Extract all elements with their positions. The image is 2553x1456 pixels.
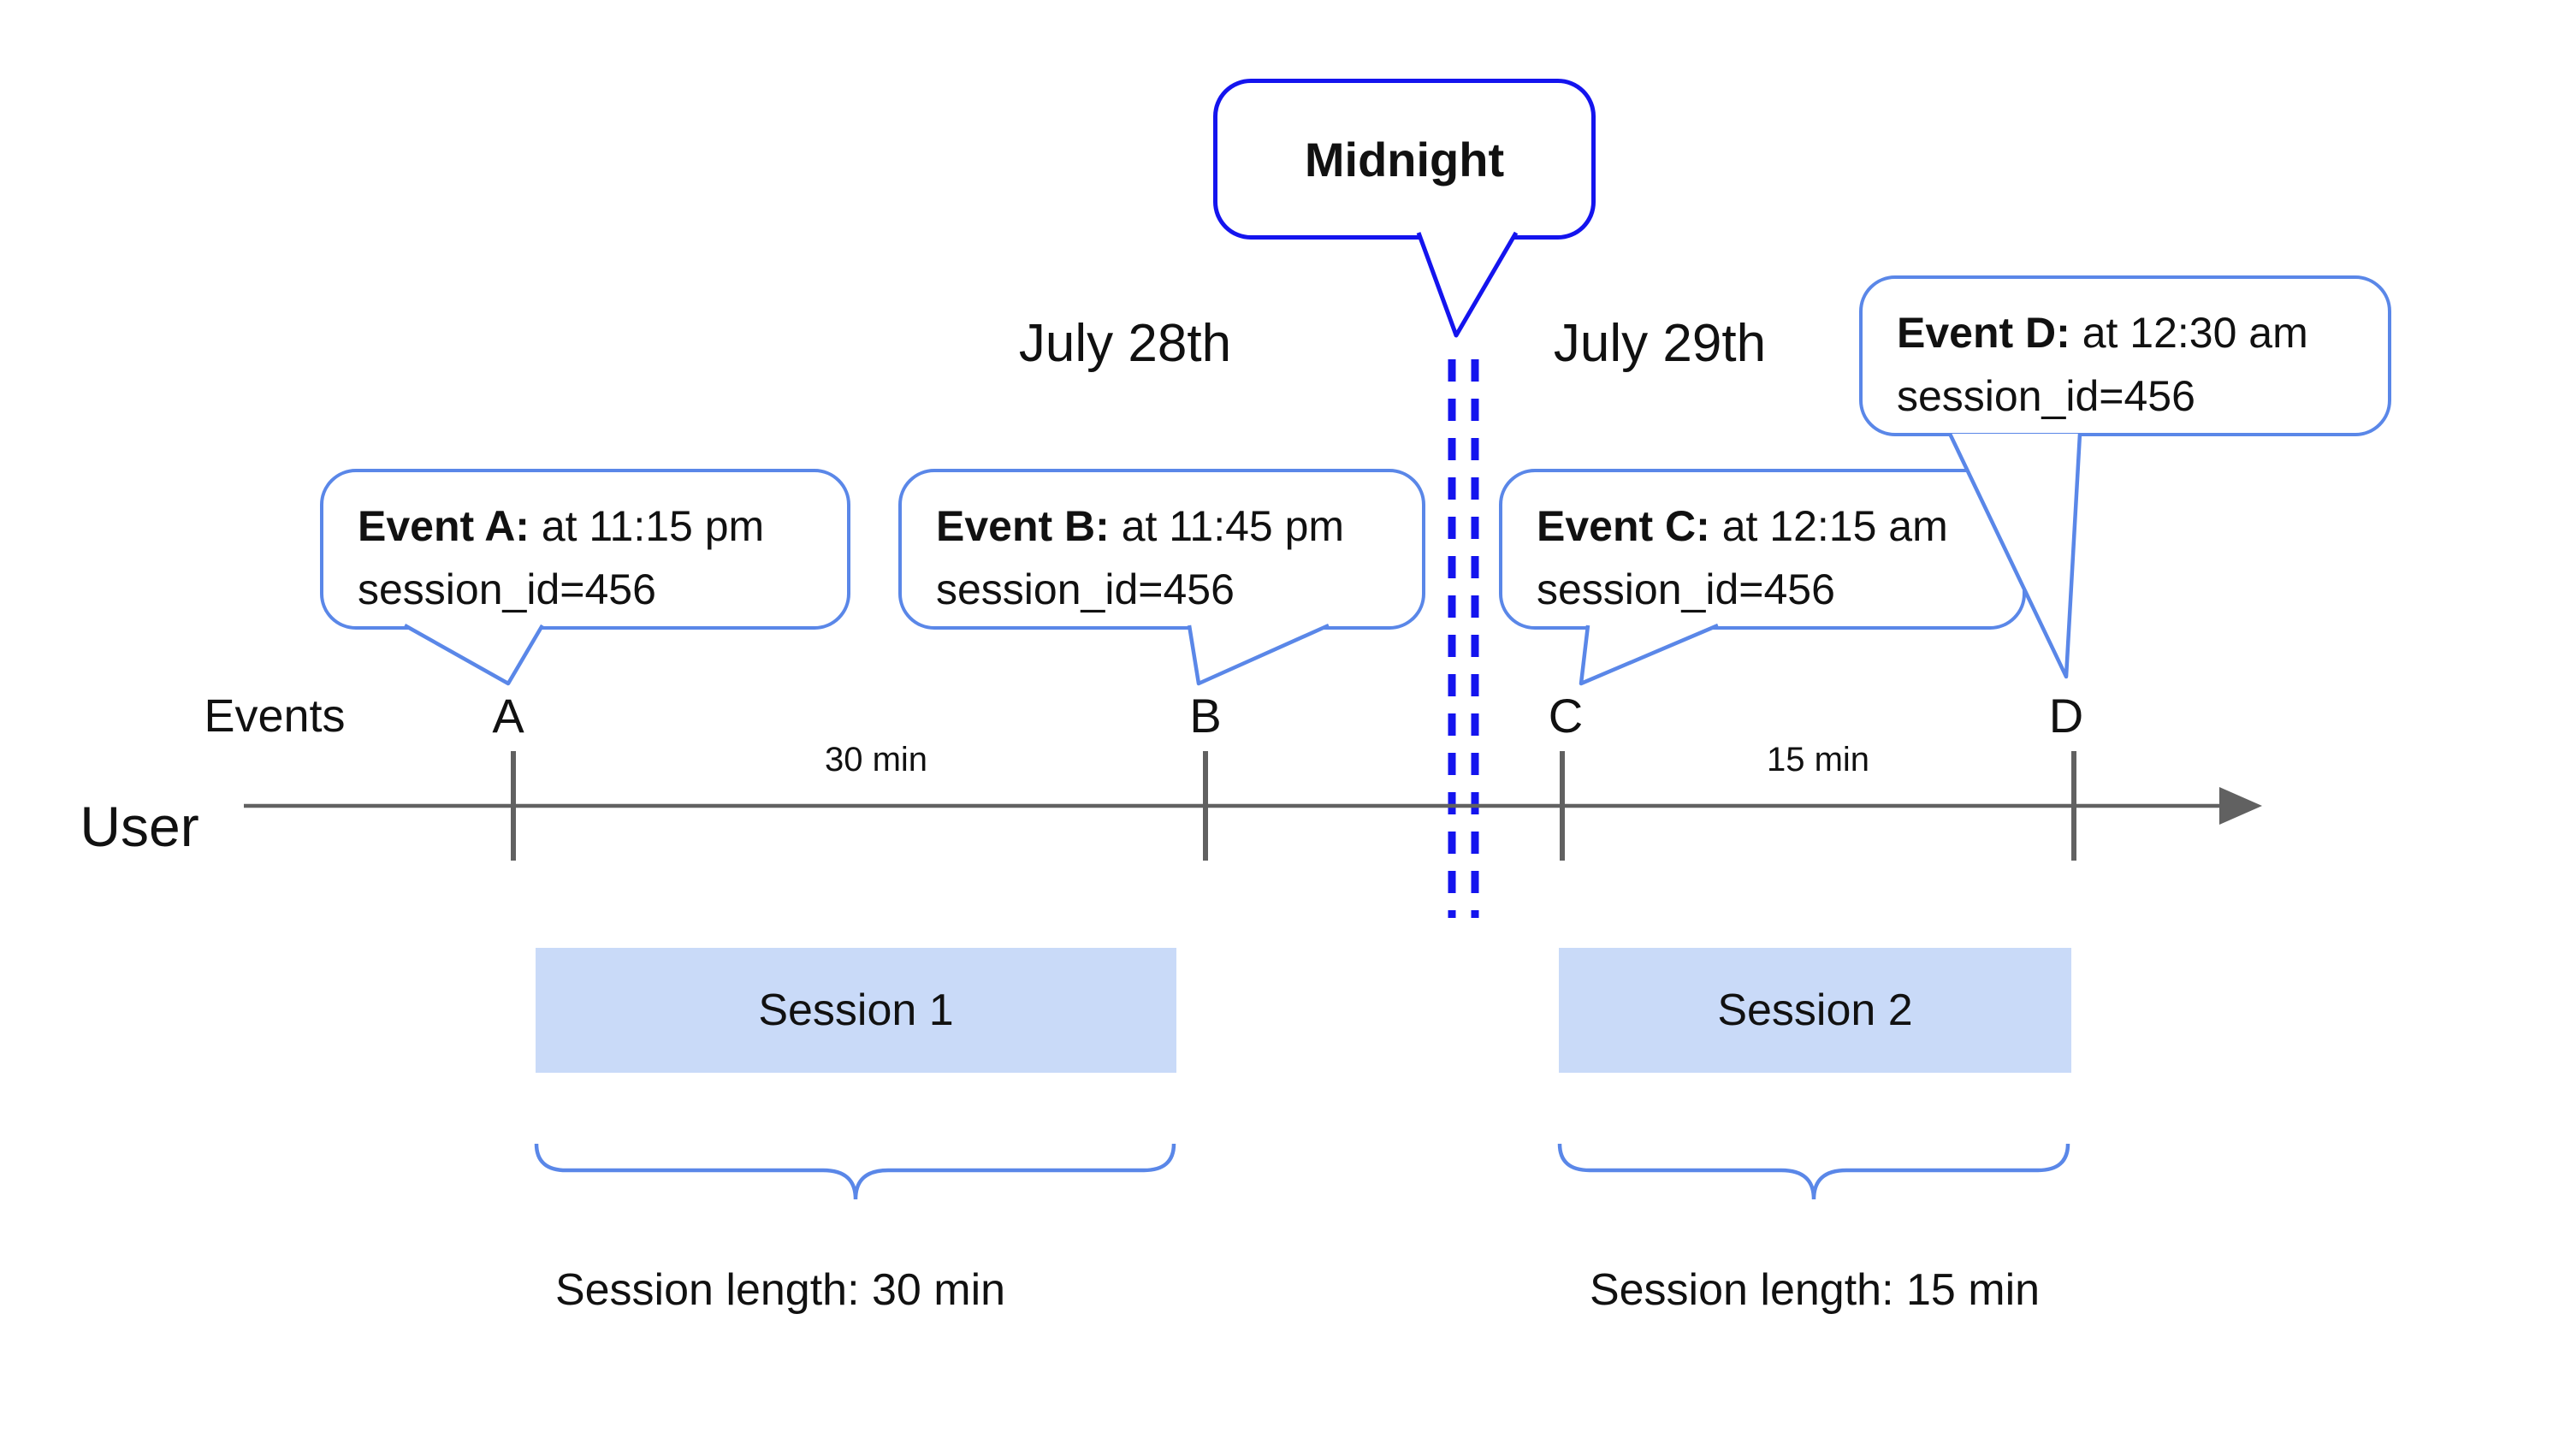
event-c-callout: Event C: at 12:15 am session_id=456	[1499, 469, 2026, 630]
event-b-line1: Event B: at 11:45 pm	[936, 502, 1345, 550]
tick-label-b: B	[1189, 689, 1222, 743]
timeline-arrowhead	[2219, 787, 2262, 825]
event-c-line2: session_id=456	[1537, 565, 1835, 613]
session-2-brace	[1557, 1143, 2070, 1200]
session-1-box: Session 1	[536, 948, 1176, 1073]
event-d-line1: Event D: at 12:30 am	[1897, 309, 2308, 357]
events-row-label: Events	[204, 690, 346, 742]
tick-label-c: C	[1548, 689, 1584, 743]
session-1-length-label: Session length: 30 min	[554, 1265, 1006, 1315]
event-b-callout-tail	[1187, 623, 1330, 686]
session-1-label: Session 1	[758, 985, 954, 1035]
event-d-callout: Event D: at 12:30 am session_id=456	[1859, 275, 2391, 436]
event-a-line2: session_id=456	[358, 565, 656, 613]
event-b-callout: Event B: at 11:45 pm session_id=456	[898, 469, 1425, 630]
event-c-callout-tail	[1579, 623, 1719, 686]
session-2-length-label: Session length: 15 min	[1589, 1265, 2041, 1315]
session-2-label: Session 2	[1717, 985, 1913, 1035]
date-label-july-29: July 29th	[1553, 314, 1767, 373]
event-b-line2: session_id=456	[936, 565, 1235, 613]
midnight-callout-tail	[1416, 231, 1519, 338]
tick-label-a: A	[492, 689, 524, 743]
event-a-callout: Event A: at 11:15 pm session_id=456	[320, 469, 850, 630]
event-a-callout-tail	[403, 624, 544, 686]
interval-label-30min: 30 min	[824, 741, 928, 778]
session-2-box: Session 2	[1559, 948, 2071, 1073]
tick-label-d: D	[2048, 689, 2084, 743]
midnight-label: Midnight	[1304, 132, 1505, 186]
event-d-line2: session_id=456	[1897, 372, 2195, 420]
midnight-callout: Midnight	[1213, 79, 1596, 240]
date-label-july-28: July 28th	[1018, 314, 1232, 373]
user-axis-label: User	[80, 795, 199, 858]
event-a-line1: Event A: at 11:15 pm	[358, 502, 765, 550]
event-c-line1: Event C: at 12:15 am	[1537, 502, 1948, 550]
session-1-brace	[534, 1143, 1176, 1200]
interval-label-15min: 15 min	[1766, 741, 1870, 778]
